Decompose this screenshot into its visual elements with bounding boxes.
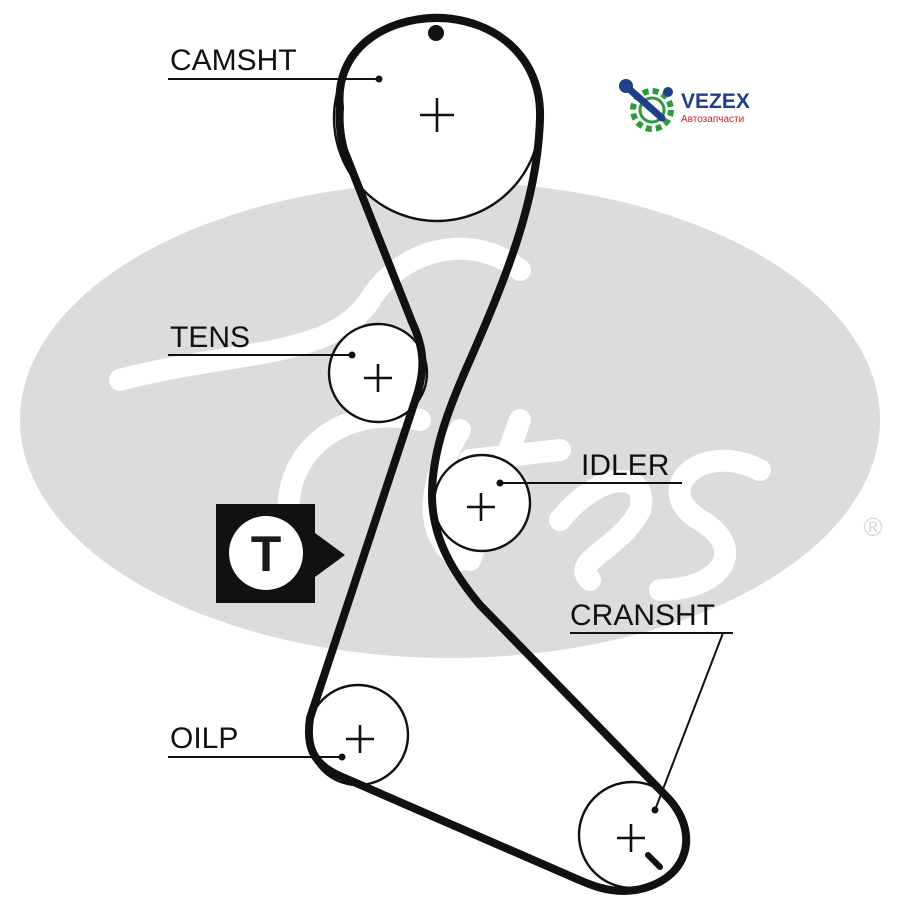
registered-mark: ® [863, 512, 882, 542]
oil-pump-label: OILP [170, 722, 238, 755]
camshaft-label: CAMSHT [170, 44, 297, 77]
pulley-centers [346, 98, 645, 852]
brand-name: VEZEX [681, 90, 750, 113]
vezex-logo: VEZEX Автозапчасти [619, 79, 750, 132]
idler-label: IDLER [581, 449, 669, 482]
brand-subtitle: Автозапчасти [681, 114, 744, 125]
badge-circle [229, 516, 303, 590]
timing-belt [304, 14, 691, 895]
idler-center-icon [467, 493, 495, 521]
camshaft-timing-mark [428, 25, 444, 41]
leader-lines [168, 78, 733, 811]
tensioner-center-icon [364, 364, 392, 392]
badge-letter: T [251, 526, 282, 582]
oil-pump-center-icon [346, 725, 374, 753]
gear-wrench-icon [619, 79, 674, 132]
camshaft-center-icon [420, 98, 454, 132]
crankshaft-leader-diag [654, 632, 724, 811]
tensioner-label: TENS [170, 321, 250, 354]
crankshaft-center-icon [617, 824, 645, 852]
gates-watermark: ® [20, 182, 883, 658]
crankshaft-label: CRANSHT [570, 599, 715, 632]
crankshaft-timing-mark [645, 852, 663, 870]
leader-dots [338, 75, 659, 814]
tensioner-badge: T [216, 504, 345, 603]
